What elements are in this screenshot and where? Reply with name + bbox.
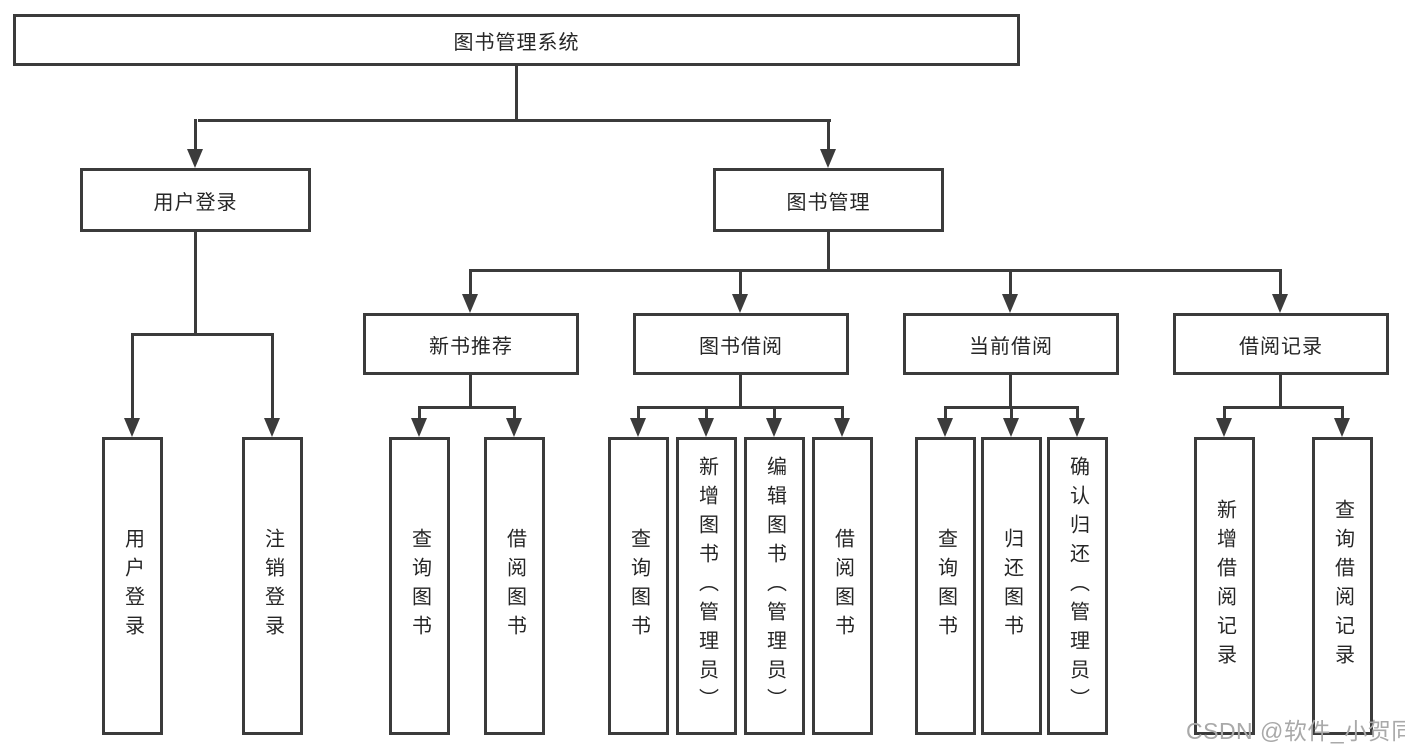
arrow-down-icon <box>698 418 714 437</box>
node-new-books-label: 新书推荐 <box>429 335 513 358</box>
connector-book-management-stem <box>827 229 830 272</box>
connector-book-borrow-hline <box>637 406 844 409</box>
leaf-borrow-edit-admin: 编辑图书（管理员） <box>744 437 805 735</box>
leaf-label: 归还图书 <box>1000 528 1023 644</box>
connector-borrow-records-stem <box>1279 372 1282 409</box>
arrow-down-icon <box>187 149 203 168</box>
connector-stem <box>739 269 742 298</box>
leaf-records-add: 新增借阅记录 <box>1194 437 1255 735</box>
leaf-current-confirm-admin: 确认归还（管理员） <box>1047 437 1108 735</box>
connector-stem <box>1223 406 1226 424</box>
node-user-login-label: 用户登录 <box>153 191 238 214</box>
leaf-logout: 注销登录 <box>242 437 303 735</box>
arrow-down-icon <box>264 418 280 437</box>
leaf-new-books-query: 查询图书 <box>389 437 450 735</box>
arrow-down-icon <box>1002 294 1018 313</box>
leaf-borrow-add-admin: 新增图书（管理员） <box>676 437 737 735</box>
connector-stem-user-login <box>194 119 197 154</box>
node-current-borrow-label: 当前借阅 <box>969 335 1053 358</box>
arrow-down-icon <box>834 418 850 437</box>
leaf-label: 查询图书 <box>408 528 431 644</box>
connector-stem <box>841 406 844 424</box>
connector-stem <box>271 333 274 423</box>
leaf-label: 用户登录 <box>121 528 144 644</box>
leaf-new-books-borrow: 借阅图书 <box>484 437 545 735</box>
leaf-label: 注销登录 <box>261 528 284 644</box>
arrow-down-icon <box>1216 418 1232 437</box>
node-root: 图书管理系统 <box>13 14 1020 66</box>
node-book-management: 图书管理 <box>713 168 944 232</box>
leaf-current-query: 查询图书 <box>915 437 976 735</box>
arrow-down-icon <box>1003 418 1019 437</box>
connector-stem <box>418 406 421 424</box>
connector-stem <box>1009 269 1012 298</box>
connector-stem <box>1076 406 1079 424</box>
connector-stem <box>469 269 472 298</box>
arrow-down-icon <box>1069 418 1085 437</box>
node-new-books: 新书推荐 <box>363 313 579 375</box>
arrow-down-icon <box>766 418 782 437</box>
arrow-down-icon <box>1334 418 1350 437</box>
leaf-label: 借阅图书 <box>831 528 854 644</box>
connector-root-stem <box>515 64 518 122</box>
arrow-down-icon <box>820 149 836 168</box>
connector-new-books-hline <box>418 406 516 409</box>
leaf-records-query: 查询借阅记录 <box>1312 437 1373 735</box>
arrow-down-icon <box>124 418 140 437</box>
connector-stem <box>131 333 134 423</box>
leaf-current-return: 归还图书 <box>981 437 1042 735</box>
connector-root-hline <box>198 119 831 122</box>
leaf-label: 编辑图书（管理员） <box>763 455 786 717</box>
node-user-login: 用户登录 <box>80 168 311 232</box>
node-book-borrow-label: 图书借阅 <box>699 335 783 358</box>
node-borrow-records: 借阅记录 <box>1173 313 1389 375</box>
csdn-watermark: CSDN @软件_小贺同学 <box>1186 718 1405 744</box>
arrow-down-icon <box>937 418 953 437</box>
connector-new-books-stem <box>469 372 472 409</box>
node-root-label: 图书管理系统 <box>453 31 580 54</box>
node-borrow-records-label: 借阅记录 <box>1239 335 1323 358</box>
arrow-down-icon <box>630 418 646 437</box>
connector-stem <box>513 406 516 424</box>
arrow-down-icon <box>506 418 522 437</box>
node-book-borrow: 图书借阅 <box>633 313 849 375</box>
connector-stem <box>944 406 947 424</box>
connector-stem <box>637 406 640 424</box>
arrow-down-icon <box>411 418 427 437</box>
connector-user-login-hline <box>131 333 274 336</box>
connector-user-login-stem <box>194 229 197 336</box>
arrow-down-icon <box>462 294 478 313</box>
leaf-user-login: 用户登录 <box>102 437 163 735</box>
connector-book-management-hline <box>469 269 1282 272</box>
leaf-borrow-borrow: 借阅图书 <box>812 437 873 735</box>
connector-book-borrow-stem <box>739 372 742 409</box>
leaf-label: 查询图书 <box>627 528 650 644</box>
arrow-down-icon <box>1272 294 1288 313</box>
leaf-label: 确认归还（管理员） <box>1066 455 1089 717</box>
connector-stem <box>1010 406 1013 424</box>
leaf-label: 新增借阅记录 <box>1213 499 1236 673</box>
connector-borrow-records-hline <box>1223 406 1344 409</box>
arrow-down-icon <box>732 294 748 313</box>
leaf-label: 新增图书（管理员） <box>695 455 718 717</box>
leaf-label: 查询借阅记录 <box>1331 499 1354 673</box>
connector-stem <box>1279 269 1282 298</box>
connector-stem <box>773 406 776 424</box>
leaf-label: 查询图书 <box>934 528 957 644</box>
connector-stem <box>705 406 708 424</box>
connector-stem <box>1341 406 1344 424</box>
node-current-borrow: 当前借阅 <box>903 313 1119 375</box>
connector-stem-book-management <box>827 119 830 154</box>
connector-current-borrow-stem <box>1009 372 1012 409</box>
leaf-label: 借阅图书 <box>503 528 526 644</box>
node-book-management-label: 图书管理 <box>786 191 871 214</box>
leaf-borrow-query: 查询图书 <box>608 437 669 735</box>
